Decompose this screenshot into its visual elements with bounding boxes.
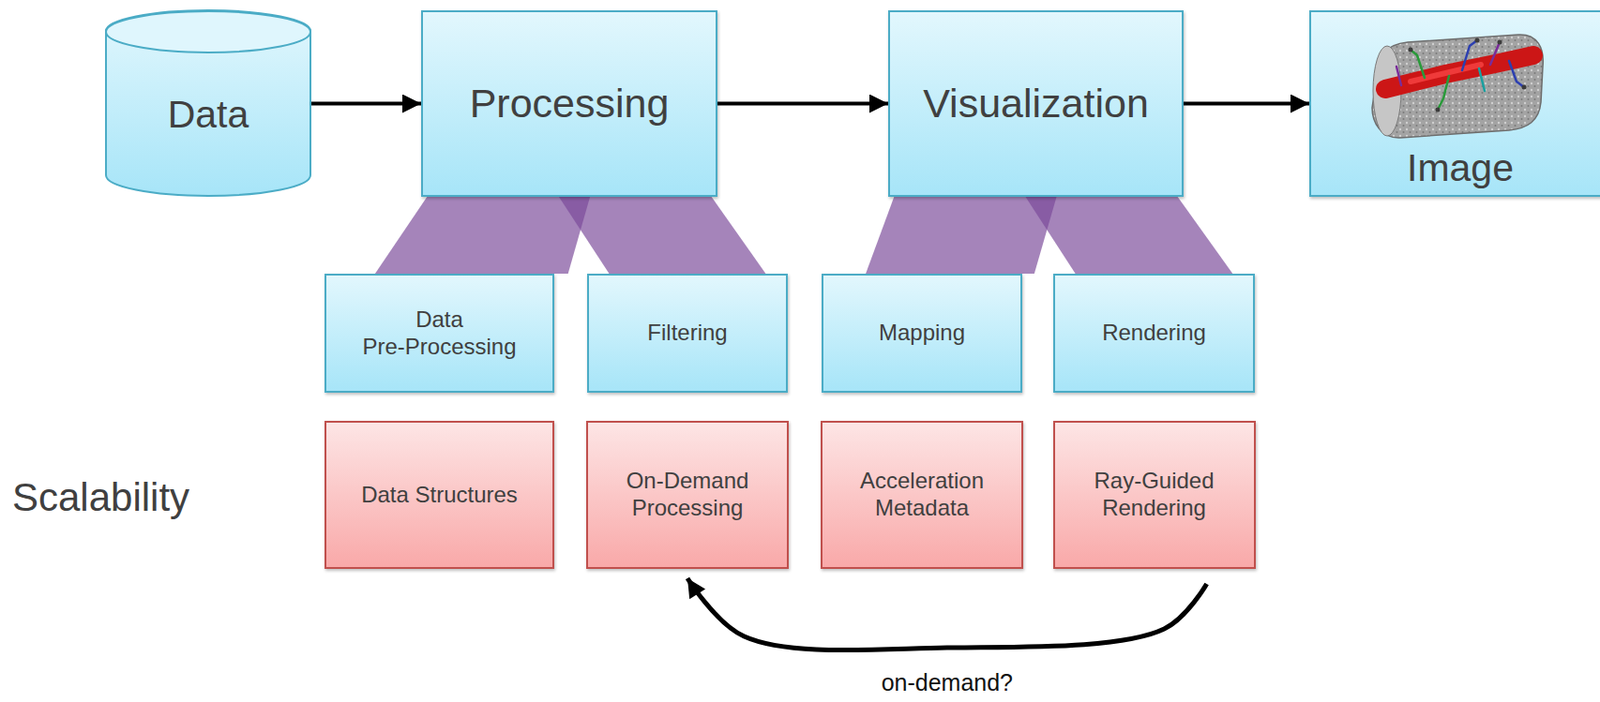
stage-box: Processing	[421, 10, 718, 197]
word: Pre-Processing	[362, 333, 516, 360]
edge-label: on-demand?	[877, 668, 1017, 697]
flow-arrow	[717, 102, 889, 106]
connector-band	[558, 196, 767, 274]
scalability-box: On-Demand Processing	[586, 421, 789, 570]
word: Data	[167, 92, 250, 136]
flow-arrow	[311, 102, 422, 106]
word: Data	[361, 482, 409, 508]
connector-band	[865, 196, 1057, 274]
node-label: Data Structures	[361, 482, 518, 510]
word: Structures	[415, 482, 518, 508]
node-label: On-Demand Processing	[597, 467, 778, 523]
node-label: Visualization	[922, 79, 1149, 129]
word: Mapping	[878, 319, 966, 346]
stage-box: Visualization	[888, 10, 1184, 197]
node-label: Processing	[469, 79, 670, 129]
word: Metadata	[875, 495, 969, 521]
output-box: Image	[1309, 10, 1600, 197]
cylinder-body	[105, 10, 311, 197]
node-label: Acceleration Metadata	[831, 467, 1012, 523]
scalability-box: Data Structures	[324, 421, 555, 570]
word: Processing	[469, 80, 670, 126]
word: Visualization	[922, 80, 1149, 126]
cylinder-top	[105, 11, 311, 53]
row-label: Scalability	[12, 475, 190, 521]
step-box: Data Pre-Processing	[324, 273, 555, 393]
node-label: Ray-Guided Rendering	[1064, 467, 1245, 523]
node-label: Rendering	[1101, 319, 1207, 348]
word: Rendering	[1101, 319, 1207, 346]
word: Image	[1406, 146, 1514, 190]
step-box: Mapping	[821, 273, 1023, 393]
tissue-block	[1372, 34, 1543, 138]
word: Rendering	[1101, 495, 1207, 521]
word: Filtering	[647, 319, 727, 346]
vessel	[1385, 55, 1534, 90]
scalability-box: Acceleration Metadata	[820, 421, 1024, 570]
connector-band	[375, 196, 590, 274]
fibre-ends	[1408, 38, 1527, 113]
flow-arrow	[1183, 102, 1310, 106]
word: Acceleration	[860, 467, 984, 494]
node-label: Data	[167, 91, 250, 138]
step-box: Rendering	[1053, 273, 1255, 393]
node-label: Filtering	[647, 319, 727, 348]
step-box: Filtering	[587, 273, 788, 393]
word: On-Demand	[626, 467, 750, 494]
node-label: Mapping	[878, 319, 966, 348]
connector-band	[1025, 196, 1233, 274]
volume-rendering-illustration	[1358, 29, 1547, 142]
node-label: Image	[1406, 145, 1514, 192]
feedback-arrow	[687, 578, 1208, 651]
word: Data	[415, 306, 464, 333]
word: Ray-Guided	[1093, 467, 1214, 494]
data-store: Data	[105, 10, 312, 197]
node-label: Data Pre-Processing	[349, 306, 530, 362]
word: Processing	[632, 495, 744, 521]
fibres	[1396, 40, 1525, 110]
scalability-box: Ray-Guided Rendering	[1053, 421, 1256, 570]
